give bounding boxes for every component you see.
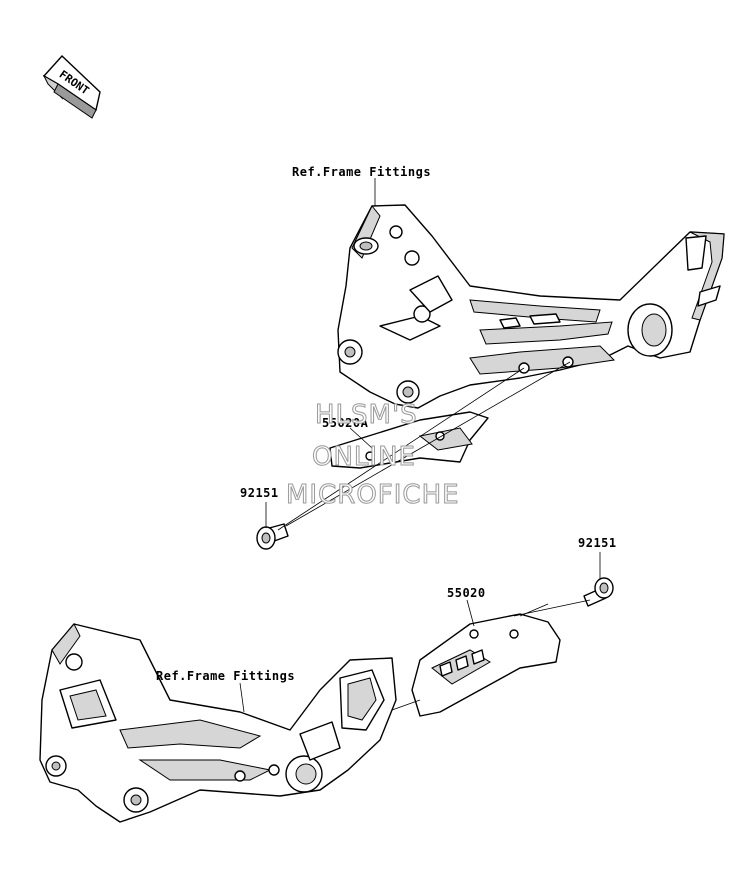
watermark-line-1: HLSM'S [315, 400, 418, 431]
watermark-line-3: MICROFICHE [286, 480, 460, 511]
watermark-line-2: ONLINE [312, 442, 416, 473]
upper-frame-fitting [337, 204, 725, 409]
leader-lines [239, 178, 601, 713]
part-number-55020: 55020 [447, 586, 486, 600]
part-number-55020A: 55020A [322, 416, 369, 430]
front-arrow-icon: FRONT [42, 54, 101, 119]
part-number-92151-left: 92151 [240, 486, 279, 500]
bolt-92151-right [583, 577, 614, 607]
ref-frame-fittings-upper-label: Ref.Frame Fittings [292, 165, 432, 179]
lower-frame-fitting [39, 623, 397, 823]
bracket-55020 [411, 613, 561, 717]
part-number-92151-right: 92151 [578, 536, 617, 550]
bracket-55020A [329, 411, 489, 469]
ref-frame-fittings-lower-label: Ref.Frame Fittings [156, 669, 296, 683]
bolt-92151-left [256, 523, 289, 550]
